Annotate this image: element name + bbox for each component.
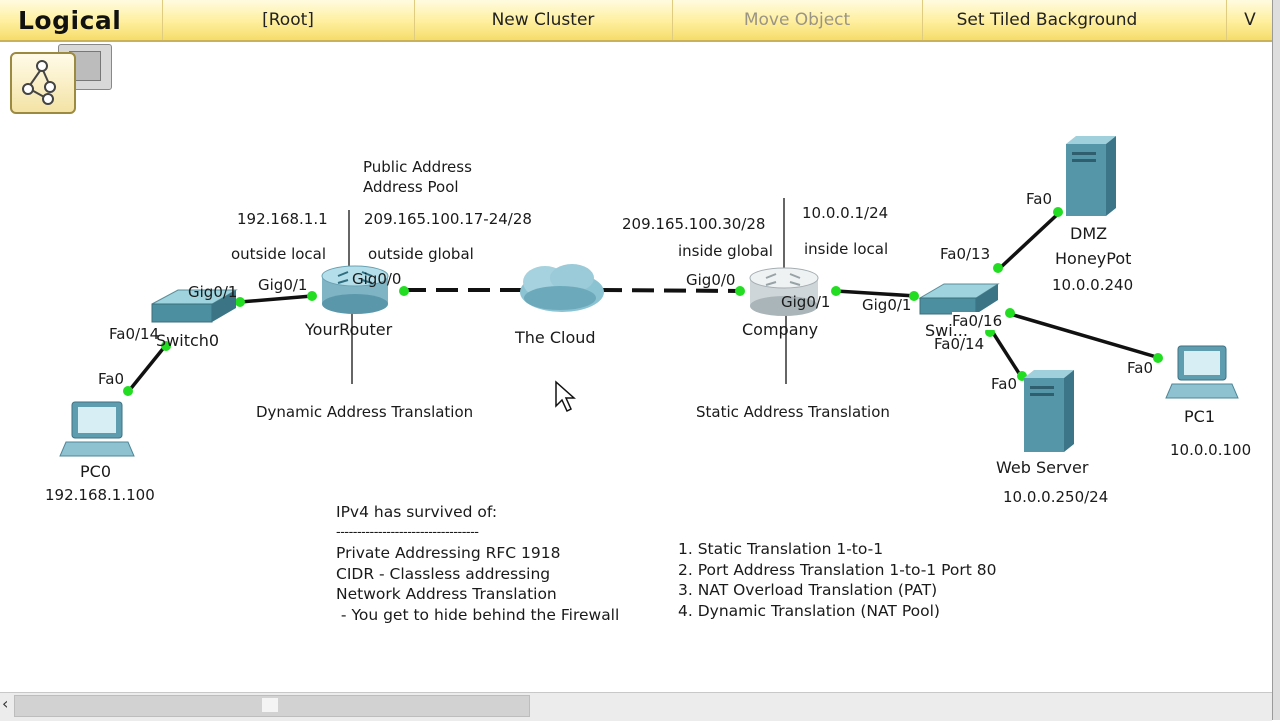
cable-switch1-pc1 <box>1009 312 1161 360</box>
link-light <box>123 386 133 396</box>
link-light <box>993 263 1003 273</box>
nat-types-notes: 1. Static Translation 1-to-1 2. Port Add… <box>678 539 996 621</box>
right-edge-scrollbar[interactable] <box>1272 0 1280 720</box>
link-light <box>399 286 409 296</box>
port-label: Gig0/1 <box>781 293 831 311</box>
port-label: Fa0 <box>1026 190 1052 208</box>
note-line: Private Addressing RFC 1918 <box>336 544 561 562</box>
port-label: Gig0/1 <box>258 276 308 294</box>
dmz-ip: 10.0.0.240 <box>1052 276 1134 294</box>
scrollbar-grip[interactable] <box>262 698 278 712</box>
pc1-name: PC1 <box>1184 407 1215 426</box>
topology-canvas <box>59 136 1239 457</box>
dynamic-nat-label: Dynamic Address Translation <box>256 403 474 421</box>
set-tiled-background-button[interactable]: Set Tiled Background <box>922 0 1171 40</box>
pc1-icon <box>1165 345 1239 399</box>
cable-cloud-company <box>599 288 741 293</box>
inside-global-label: inside global <box>678 242 773 260</box>
static-nat-label: Static Address Translation <box>696 403 890 421</box>
mouse-cursor-icon <box>555 380 576 413</box>
pc0-ip: 192.168.1.100 <box>45 486 155 504</box>
company-public-ip-label: 209.165.100.30/28 <box>622 215 766 233</box>
pc0-name: PC0 <box>80 462 111 481</box>
dmz-name: DMZ <box>1070 224 1108 243</box>
dmz-label: HoneyPot <box>1055 249 1132 268</box>
note-line: 1. Static Translation 1-to-1 <box>678 540 884 558</box>
root-button[interactable]: [Root] <box>162 0 413 40</box>
link-light <box>307 291 317 301</box>
move-object-button[interactable]: Move Object <box>672 0 921 40</box>
public-range-label: 209.165.100.17-24/28 <box>364 210 532 228</box>
outside-global-label: outside global <box>368 245 474 263</box>
public-pool-line1: Public Address <box>363 158 472 176</box>
router-ip-label: 192.168.1.1 <box>237 210 328 228</box>
note-line: 3. NAT Overload Translation (PAT) <box>678 581 938 599</box>
router-icon <box>321 265 389 314</box>
switch0-icon <box>151 289 238 323</box>
port-label: Fa0/16 <box>952 312 1003 330</box>
port-label: Fa0 <box>98 370 124 388</box>
port-label: Gig0/1 <box>862 296 912 314</box>
port-label: Fa0 <box>991 375 1017 393</box>
port-label: Fa0 <box>1127 359 1153 377</box>
pc0-icon <box>59 401 135 457</box>
note-line: - You get to hide behind the Firewall <box>336 605 620 624</box>
port-label: Gig0/0 <box>686 271 736 289</box>
logical-view-icon[interactable] <box>10 52 76 114</box>
link-light <box>909 291 919 301</box>
link-light <box>1053 207 1063 217</box>
note-line: CIDR - Classless addressing <box>336 564 551 583</box>
switch0-name: Switch0 <box>156 331 220 350</box>
port-label: Gig0/1 <box>188 283 238 301</box>
inside-local-label: inside local <box>804 240 889 258</box>
cable-pc0-switch0 <box>126 343 168 394</box>
cloud-icon <box>520 264 604 312</box>
port-label: Gig0/0 <box>352 270 402 288</box>
link-light <box>235 297 245 307</box>
link-light <box>735 286 745 296</box>
webserver-name: Web Server <box>996 458 1089 477</box>
webserver-ip: 10.0.0.250/24 <box>1003 488 1109 506</box>
dmz-server-icon <box>1066 136 1116 216</box>
company-router-icon <box>749 267 819 316</box>
switch1-icon <box>918 283 1000 315</box>
cloud-name: The Cloud <box>515 328 596 347</box>
cable-switch0-router <box>239 294 313 304</box>
link-light <box>1005 308 1015 318</box>
cable-switch1-dmz <box>998 210 1062 270</box>
note-line: ---------------------------------- <box>336 524 479 540</box>
cable-switch1-webserver <box>988 327 1024 379</box>
workspace-title: Logical <box>18 6 122 35</box>
port-label: Fa0/13 <box>940 245 991 263</box>
new-cluster-button[interactable]: New Cluster <box>414 0 671 40</box>
pc1-ip: 10.0.0.100 <box>1170 441 1252 459</box>
viewport-button[interactable]: V <box>1226 0 1273 40</box>
note-line: 4. Dynamic Translation (NAT Pool) <box>678 601 940 620</box>
note-line: 2. Port Address Translation 1-to-1 Port … <box>678 560 997 579</box>
outside-local-label: outside local <box>231 245 327 263</box>
port-label: Fa0/14 <box>109 325 160 343</box>
note-line: Network Address Translation <box>336 585 557 603</box>
company-name: Company <box>742 320 819 339</box>
web-server-icon <box>1024 370 1074 452</box>
company-private-ip-label: 10.0.0.1/24 <box>802 204 889 222</box>
logical-toolbar: Logical [Root] New Cluster Move Object S… <box>0 0 1272 42</box>
port-label: Fa0/14 <box>934 335 985 353</box>
public-pool-line2: Address Pool <box>363 178 459 196</box>
cable-company-switch1 <box>835 289 917 298</box>
link-light <box>831 286 841 296</box>
scroll-left-icon[interactable]: ‹ <box>2 694 9 713</box>
ipv4-notes: IPv4 has survived of: ------------------… <box>336 502 619 625</box>
router-name: YourRouter <box>305 320 393 339</box>
link-light <box>161 341 171 351</box>
link-light <box>1153 353 1163 363</box>
note-line: IPv4 has survived of: <box>336 503 498 521</box>
